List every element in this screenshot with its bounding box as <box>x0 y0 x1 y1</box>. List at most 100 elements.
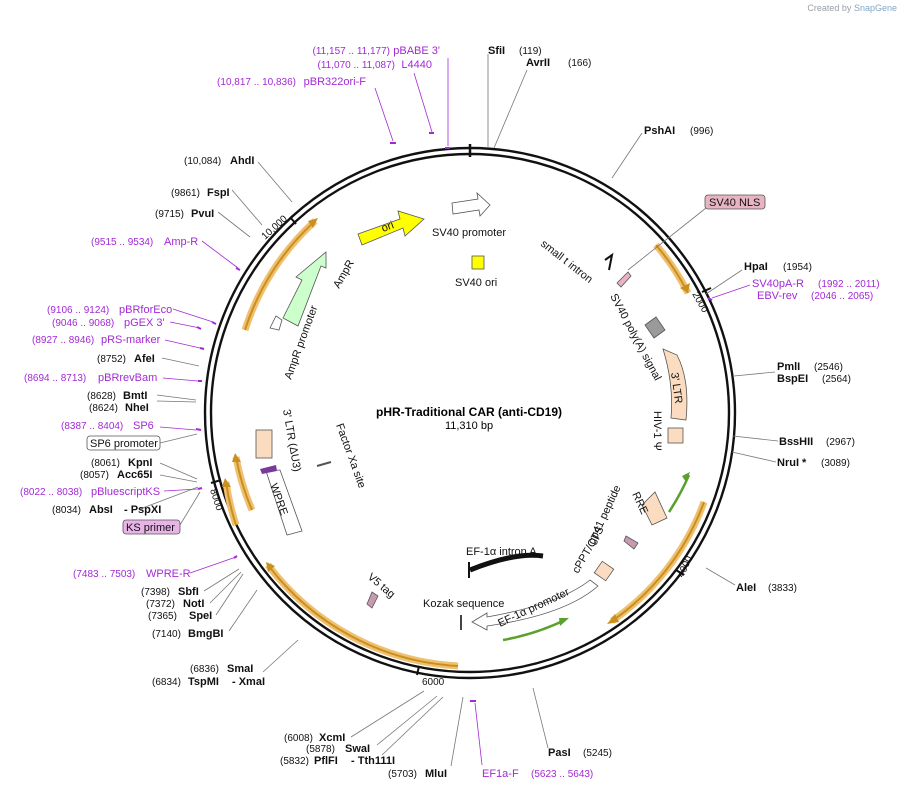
leader-pbrrevbam <box>162 377 199 382</box>
enzyme-extra-xmai: - XmaI <box>232 676 265 688</box>
leader-pasi <box>532 687 549 749</box>
primer-name-pbrforeco: pBRforEco <box>119 304 172 316</box>
primer-pos-pbluescript: (8022 .. 8038) <box>20 487 82 498</box>
enzyme-name-mlui: MluI <box>425 768 447 780</box>
primer-name-pbrrevbam: pBRrevBam <box>98 372 157 384</box>
primer-pos-pbrforeco: (9106 .. 9124) <box>47 305 109 316</box>
enzyme-pos-absi: (8034) <box>52 505 81 516</box>
leader-sp6-promoter <box>159 433 198 444</box>
enzyme-pos-avrii: (166) <box>568 58 591 69</box>
leader-sp6 <box>159 426 197 431</box>
enzyme-name-bmti: BmtI <box>123 390 147 402</box>
leader-acc65i <box>159 474 198 483</box>
primer-pos-ef1a: (5623 .. 5643) <box>531 769 593 780</box>
primer-pos-ampr: (9515 .. 9534) <box>91 237 153 248</box>
green-arrowhead-ef1a <box>559 618 569 626</box>
sv40-promoter-feature <box>451 191 491 217</box>
leader-absi <box>139 486 199 510</box>
enzyme-extra-pspxi: - PspXI <box>124 504 161 516</box>
ef1a-promoter-feature <box>471 579 599 631</box>
leader-sv40-nls <box>627 207 707 271</box>
leader-hpai <box>705 269 743 295</box>
sv40-nls-feature <box>616 271 632 288</box>
enzyme-pos-bmti: (8628) <box>87 391 116 402</box>
leader-avrii <box>493 69 528 149</box>
sv40-nls-box <box>704 194 766 210</box>
enzyme-name-xcmi: XcmI <box>319 732 345 744</box>
enzyme-pos-nrui: (3089) <box>821 458 850 469</box>
orf-arrowhead-small1 <box>232 453 241 462</box>
primer-mark-sp6 <box>195 428 202 431</box>
factor-xa-feature <box>316 461 332 467</box>
enzyme-pos-acc65i: (8057) <box>80 470 109 481</box>
primer-mark-pbrforeco <box>211 321 217 325</box>
factor-xa-label: Factor Xa site <box>333 422 367 490</box>
leader-ahdi <box>257 161 293 203</box>
rre-label: RRE <box>629 490 650 516</box>
leader-fspi <box>231 189 263 226</box>
primer-pos-pgex: (9046 .. 9068) <box>52 318 114 329</box>
gp41-feature <box>623 535 639 550</box>
leader-pflfi <box>381 696 444 756</box>
cppt-feature <box>593 560 615 582</box>
hiv-psi-feature <box>667 427 684 444</box>
tick-10000 <box>289 216 297 225</box>
enzyme-name-swai: SwaI <box>345 743 370 755</box>
primer-mark-pbluescript <box>197 487 203 490</box>
enzyme-pos-swai: (5878) <box>306 744 335 755</box>
primer-name-pbabe: pBABE 3' <box>393 45 440 57</box>
primer-name-ampr: Amp-R <box>164 236 198 248</box>
leader-pbr322ori <box>374 87 394 142</box>
ori-feature <box>357 210 425 246</box>
primer-name-pgex: pGEX 3' <box>124 317 165 329</box>
enzyme-pos-tspmi: (6834) <box>152 677 181 688</box>
enzyme-name-fspi: FspI <box>207 187 230 199</box>
orf-arc-bottom-highlight <box>265 562 459 670</box>
enzyme-name-spei: SpeI <box>189 610 212 622</box>
enzyme-name-bmgbi: BmgBI <box>188 628 223 640</box>
sp6-promoter-box-label: SP6 promoter <box>90 438 158 450</box>
leader-alei <box>705 567 736 586</box>
enzyme-pos-xcmi: (6008) <box>284 733 313 744</box>
enzyme-name-pshai: PshAI <box>644 125 675 137</box>
enzyme-pos-pvui: (9715) <box>155 209 184 220</box>
leader-sv40pa <box>711 284 751 299</box>
primer-name-sv40pa: SV40pA-R <box>752 278 804 290</box>
leader-pvui <box>217 211 251 238</box>
enzyme-name-nhei: NheI <box>125 402 149 414</box>
tick-2000 <box>701 287 712 293</box>
leader-xcmi <box>350 690 425 738</box>
enzyme-name-pvui: PvuI <box>191 208 214 220</box>
snapgene-credit: Created by SnapGene <box>807 3 897 13</box>
enzyme-pos-pflfi: (5832) <box>280 756 309 767</box>
leader-mlui <box>450 696 464 767</box>
small-t-intron-label: small t intron <box>538 238 595 286</box>
tick-6000 <box>416 665 420 676</box>
enzyme-pos-sbfi: (7398) <box>141 587 170 598</box>
leader-spei <box>215 573 244 616</box>
ltr3-label: 3' LTR <box>668 372 684 405</box>
leader-pgex <box>169 321 201 329</box>
hiv-psi-label: HIV-1 Ψ <box>651 411 663 451</box>
green-arc-rre <box>667 474 691 513</box>
enzyme-extra-tth111i: - Tth111I <box>351 755 395 767</box>
leader-wpre-r <box>189 556 237 574</box>
sv40-polya-feature <box>644 316 666 339</box>
enzyme-pos-bsshii: (2967) <box>826 437 855 448</box>
enzyme-name-tspmi: TspMI <box>188 676 219 688</box>
enzyme-name-sfii: SfiI <box>488 45 505 57</box>
ks-primer-box <box>122 519 181 535</box>
leader-sbfi <box>203 568 240 592</box>
ltr3-du3-label: 3' LTR (ΔU3) <box>280 408 303 472</box>
enzyme-pos-spei: (7365) <box>148 611 177 622</box>
green-arrowhead-rre <box>682 472 690 482</box>
primer-name-ebv: EBV-rev <box>757 290 798 302</box>
primer-name-ef1a: EF1a-F <box>482 768 519 780</box>
plasmid-name: pHR-Traditional CAR (anti-CD19) <box>376 405 562 419</box>
enzyme-pos-pmli: (2546) <box>814 362 843 373</box>
v5-tag-feature <box>366 591 379 609</box>
ampr-feature <box>282 251 327 327</box>
primer-pos-l4440: (11,070 .. 11,087) <box>318 60 395 71</box>
leader-pmli <box>733 371 776 377</box>
